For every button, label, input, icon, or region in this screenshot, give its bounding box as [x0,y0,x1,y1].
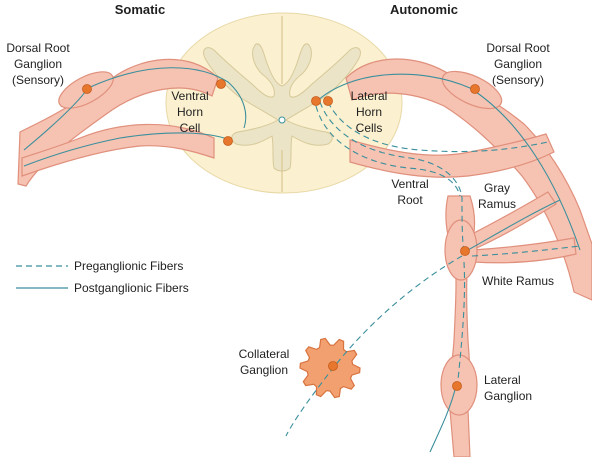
legend-preganglionic-label: Preganglionic Fibers [74,259,183,273]
gray-ramus-fiber [467,199,561,251]
right-preganglionic-fiber-3 [315,105,461,197]
right-preganglionic-fiber-2 [327,101,549,153]
upper-chain-neuron [460,246,470,256]
left-drg-neuron [82,84,92,94]
label-lateral-ganglion-line1: Lateral [484,373,521,387]
label-lateral-horn-line3: Cells [356,121,383,135]
sympathetic-chain [440,195,478,458]
collateral-ganglion-neuron [328,361,338,371]
left-motor-fiber [23,132,231,167]
label-lateral-ganglion-line2: Ganglion [484,389,532,403]
right-sensory-fiber [315,73,581,251]
label-drg-right-line2: Ganglion [494,57,542,71]
label-collateral-ganglion-line1: Collateral [239,347,290,361]
label-white-ramus: White Ramus [482,274,554,288]
left-sensory-fiber [23,67,247,151]
lateral-horn-neuron-1 [311,96,321,106]
ventral-horn-neuron [223,136,233,146]
header-autonomic: Autonomic [390,2,458,17]
label-ventral-root-line1: Ventral [391,177,428,191]
central-canal [278,116,286,124]
label-gray-ramus-line2: Ramus [478,197,516,211]
preganglionic-to-lateral [457,261,466,381]
left-spinal-nerve [17,58,219,187]
label-ventral-root-line2: Root [397,193,423,207]
label-lateral-horn-line1: Lateral [351,89,388,103]
right-ventral-root [349,133,555,178]
fibers [23,67,581,453]
left-dorsal-root [17,58,219,187]
legend: Preganglionic Fibers Postganglionic Fibe… [16,259,189,295]
right-drg-neuron [470,84,480,94]
white-ramus-branch [471,237,577,264]
left-ventral-root [21,123,215,177]
preganglionic-to-collateral [285,255,463,437]
label-collateral-ganglion-line2: Ganglion [240,363,288,377]
label-lateral-horn-line2: Horn [356,105,382,119]
right-preganglionic-fiber-1 [319,101,465,253]
label-ventral-horn-line3: Cell [180,121,201,135]
label-drg-left-line3: (Sensory) [12,73,64,87]
label-drg-left-line2: Ganglion [14,57,62,71]
postganglionic-from-lateral [429,385,457,453]
label-drg-left-line1: Dorsal Root [6,41,70,55]
lateral-ganglion-neuron [452,381,462,391]
spinal-cord [165,12,403,194]
label-ventral-horn-line2: Horn [177,105,203,119]
lateral-horn-neuron-2 [323,96,333,106]
neurons [82,79,480,391]
header-somatic: Somatic [115,2,166,17]
somatic-sensory-neuron [216,79,226,89]
label-gray-ramus-line1: Gray [484,181,510,195]
legend-postganglionic-label: Postganglionic Fibers [74,281,189,295]
label-ventral-horn-line1: Ventral [171,89,208,103]
label-drg-right-line3: (Sensory) [492,73,544,87]
white-ramus-fiber [471,245,581,257]
label-drg-right-line1: Dorsal Root [486,41,550,55]
gray-ramus-branch [467,191,557,251]
